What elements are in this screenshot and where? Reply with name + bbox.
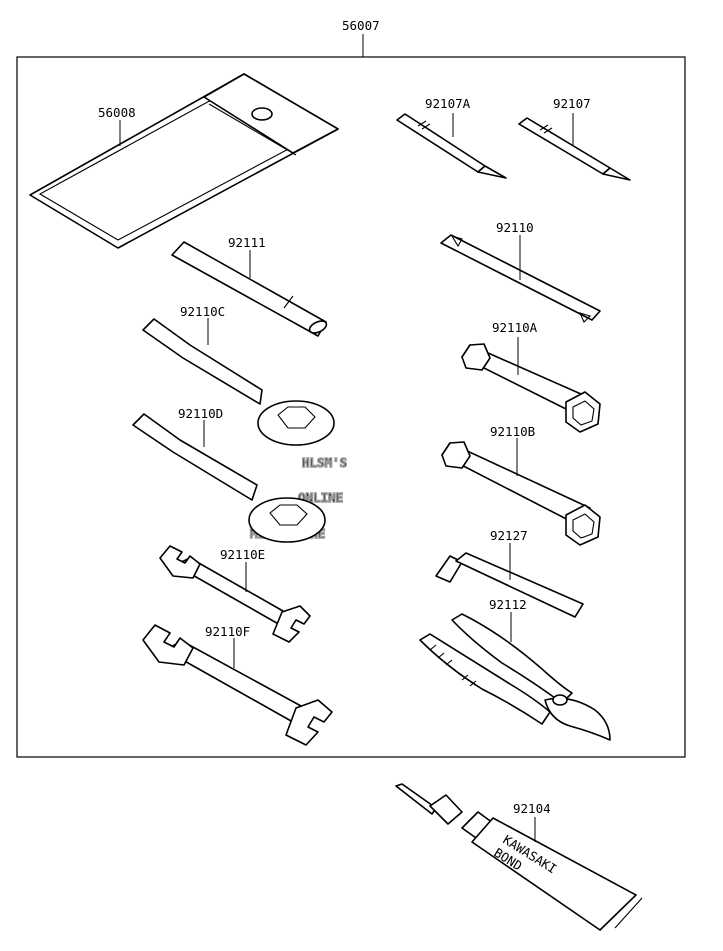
- box-socket-92110a[interactable]: [461, 343, 601, 433]
- label-92110a: 92110A: [492, 320, 538, 335]
- open-wrench-92110e[interactable]: [159, 545, 311, 643]
- label-92110c: 92110C: [180, 304, 225, 319]
- hex-key-92127[interactable]: [435, 552, 584, 618]
- box-socket-92110b[interactable]: [441, 441, 601, 546]
- pliers-92112[interactable]: [419, 613, 611, 741]
- label-56007: 56007: [342, 18, 380, 33]
- bond-tube-92104[interactable]: KAWASAKI BOND: [395, 783, 643, 931]
- screwdriver-92107[interactable]: [518, 117, 631, 181]
- label-92112: 92112: [489, 597, 527, 612]
- open-wrench-92110f[interactable]: [142, 624, 333, 746]
- screwdriver-92107a[interactable]: [396, 113, 507, 179]
- label-56008: 56008: [98, 105, 136, 120]
- assembly-frame: [16, 56, 686, 758]
- label-92107a: 92107A: [425, 96, 471, 111]
- label-92110e: 92110E: [220, 547, 265, 562]
- label-92107: 92107: [553, 96, 591, 111]
- label-92104: 92104: [513, 801, 551, 816]
- label-92110b: 92110B: [490, 424, 535, 439]
- label-92127: 92127: [490, 528, 528, 543]
- label-92110: 92110: [496, 220, 534, 235]
- box-wrench-92110c[interactable]: [142, 318, 335, 446]
- extension-bar-92111[interactable]: [171, 241, 328, 337]
- label-92110f: 92110F: [205, 624, 250, 639]
- watermark-line1: HLSM'S: [302, 455, 347, 470]
- label-92111: 92111: [228, 235, 266, 250]
- label-92110d: 92110D: [178, 406, 223, 421]
- tool-pouch-56008[interactable]: [29, 73, 339, 249]
- box-wrench-92110d[interactable]: [132, 413, 326, 543]
